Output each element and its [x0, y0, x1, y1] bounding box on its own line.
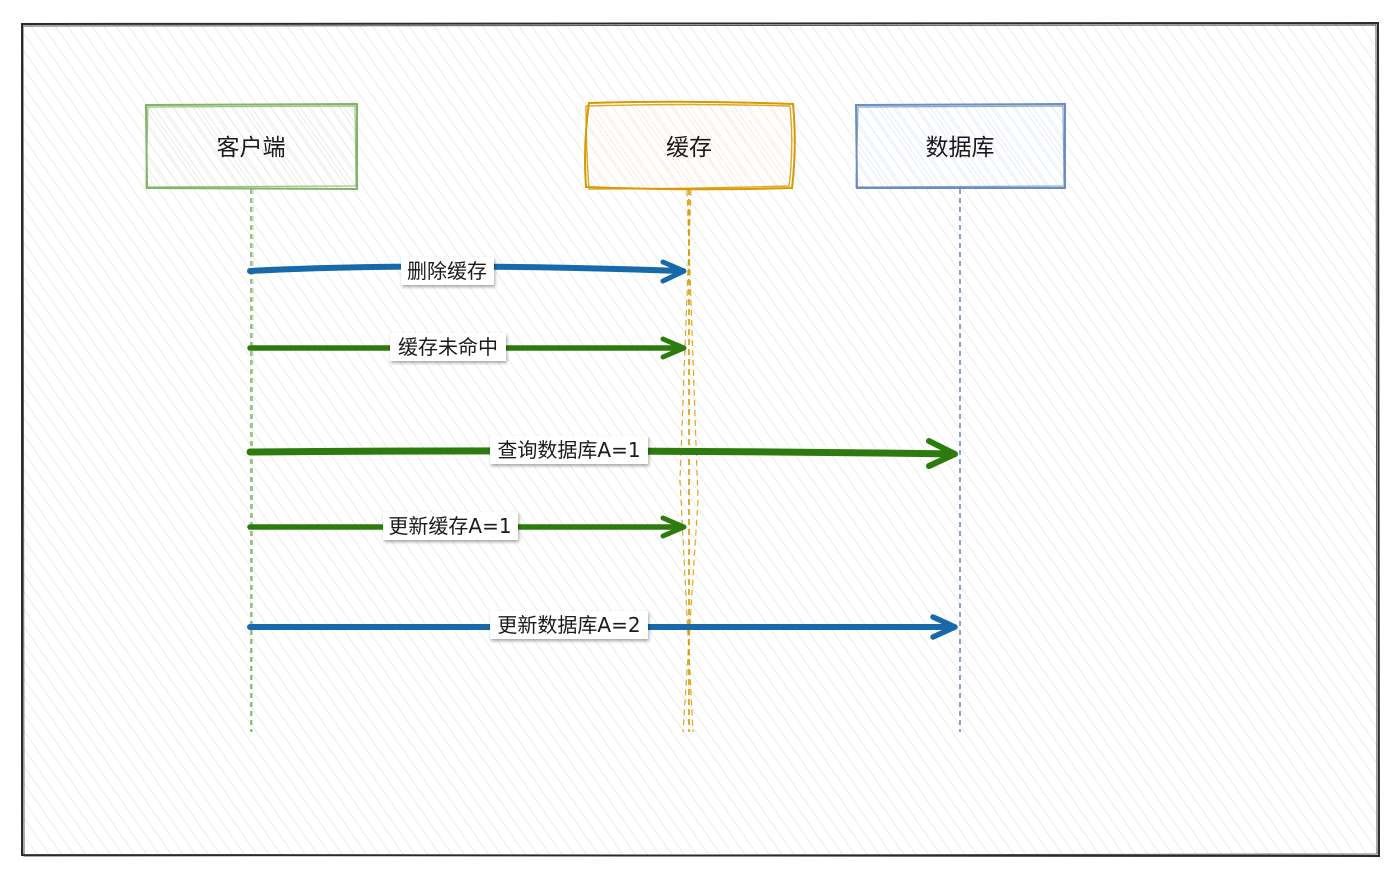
arrow-right-icon [660, 336, 687, 360]
message-label-query-database: 查询数据库A=1 [497, 438, 640, 462]
message-label-update-database: 更新数据库A=2 [497, 613, 640, 637]
participant-database: 数据库 [854, 102, 1066, 189]
client-label: 客户端 [217, 135, 286, 161]
message-delete-cache: 删除缓存 [247, 257, 687, 285]
message-cache-miss: 缓存未命中 [247, 333, 687, 361]
message-label-cache-miss: 缓存未命中 [398, 335, 498, 359]
arrow-right-icon [660, 259, 687, 284]
arrow-right-icon [660, 515, 687, 539]
arrow-right-icon [930, 614, 958, 640]
frame-border-sketch [22, 24, 1378, 857]
message-update-cache: 更新缓存A=1 [247, 512, 687, 540]
message-label-update-cache: 更新缓存A=1 [388, 514, 511, 538]
participant-client: 客户端 [144, 102, 358, 191]
cache-box [584, 100, 796, 191]
arrow-right-icon [926, 438, 958, 469]
participant-cache: 缓存 [584, 100, 796, 191]
message-query-database: 查询数据库A=1 [246, 436, 958, 469]
lifelines [250, 188, 961, 733]
message-update-database: 更新数据库A=2 [247, 611, 958, 640]
database-label: 数据库 [926, 135, 995, 161]
cache-label: 缓存 [666, 135, 712, 161]
message-label-delete-cache: 删除缓存 [407, 259, 487, 283]
frame-border [21, 21, 1381, 858]
